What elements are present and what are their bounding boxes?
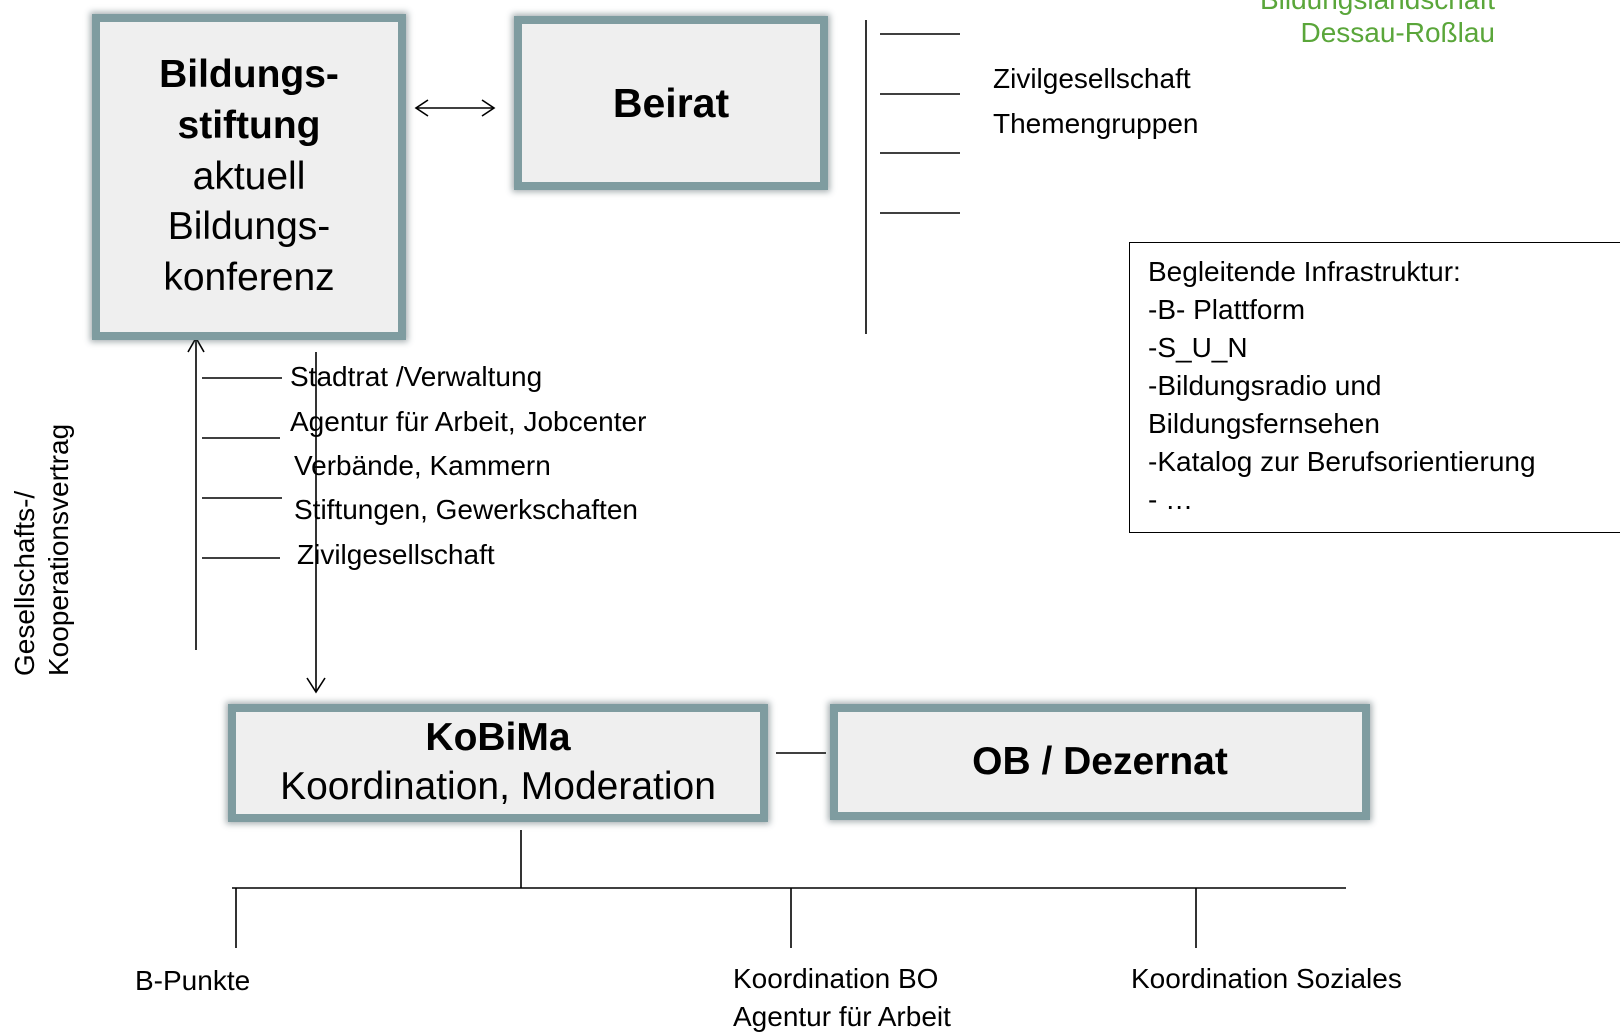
logo-line-2: Dessau-Roßlau <box>1300 17 1495 49</box>
infrastructure-heading: Begleitende Infrastruktur: <box>1148 256 1461 287</box>
arrow-head-left <box>414 99 429 117</box>
down-arrow-head <box>306 677 326 694</box>
infrastructure-item: -Bildungsradio und <box>1148 370 1382 402</box>
ob-dezernat-box: OB / Dezernat <box>830 704 1370 820</box>
kobima-subtitle: Koordination, Moderation <box>280 765 716 808</box>
partner-item: Zivilgesellschaft <box>297 539 495 570</box>
beirat-title: Beirat <box>612 79 730 126</box>
partner-item: Stiftungen, Gewerkschaften <box>294 494 638 525</box>
infrastructure-item: Bildungsfernsehen <box>1148 408 1380 440</box>
infrastructure-box: Begleitende Infrastruktur: -B- Plattform… <box>1129 242 1620 533</box>
infrastructure-item: -S_U_N <box>1148 332 1248 364</box>
stiftung-line-3: aktuell <box>192 154 306 198</box>
stiftung-line-5: konferenz <box>163 256 335 300</box>
agentur-label: Agentur für Arbeit <box>733 1001 951 1032</box>
koordination-soziales-label: Koordination Soziales <box>1131 963 1402 994</box>
partner-item: Stadtrat /Verwaltung <box>290 361 543 392</box>
side-label: Gesellschafts-/ Kooperationsvertrag <box>8 424 76 676</box>
infrastructure-item: -B- Plattform <box>1148 294 1306 326</box>
b-punkte-label: B-Punkte <box>135 965 251 996</box>
bildungsstiftung-box: Bildungs- stiftung aktuell Bildungs- kon… <box>92 14 406 340</box>
arrow-head-right <box>481 99 496 117</box>
partner-item: Agentur für Arbeit, Jobcenter <box>290 406 647 437</box>
beirat-member-2: Themengruppen <box>993 108 1199 139</box>
ob-dezernat-title: OB / Dezernat <box>972 740 1228 783</box>
infrastructure-item: -Katalog zur Berufsorientierung <box>1148 446 1536 478</box>
infrastructure-item: - … <box>1148 484 1194 516</box>
side-label-line-1: Gesellschafts-/ <box>9 490 40 676</box>
side-label-line-2: Kooperationsvertrag <box>43 423 75 676</box>
kobima-title: KoBiMa <box>425 716 571 760</box>
koordination-bo-label: Koordination BO <box>733 963 939 994</box>
beirat-member-1: Zivilgesellschaft <box>993 63 1191 94</box>
kobima-box: KoBiMa Koordination, Moderation <box>228 704 768 822</box>
partner-item: Verbände, Kammern <box>294 450 551 481</box>
beirat-box: Beirat <box>514 16 828 190</box>
logo-line-1: Bildungslandschaft <box>1090 0 1495 16</box>
stiftung-title-1: Bildungs- <box>159 53 339 97</box>
stiftung-line-4: Bildungs- <box>167 205 331 249</box>
stiftung-title-2: stiftung <box>177 103 321 147</box>
logo: Bildungslandschaft Dessau-Roßlau <box>1090 0 1495 49</box>
